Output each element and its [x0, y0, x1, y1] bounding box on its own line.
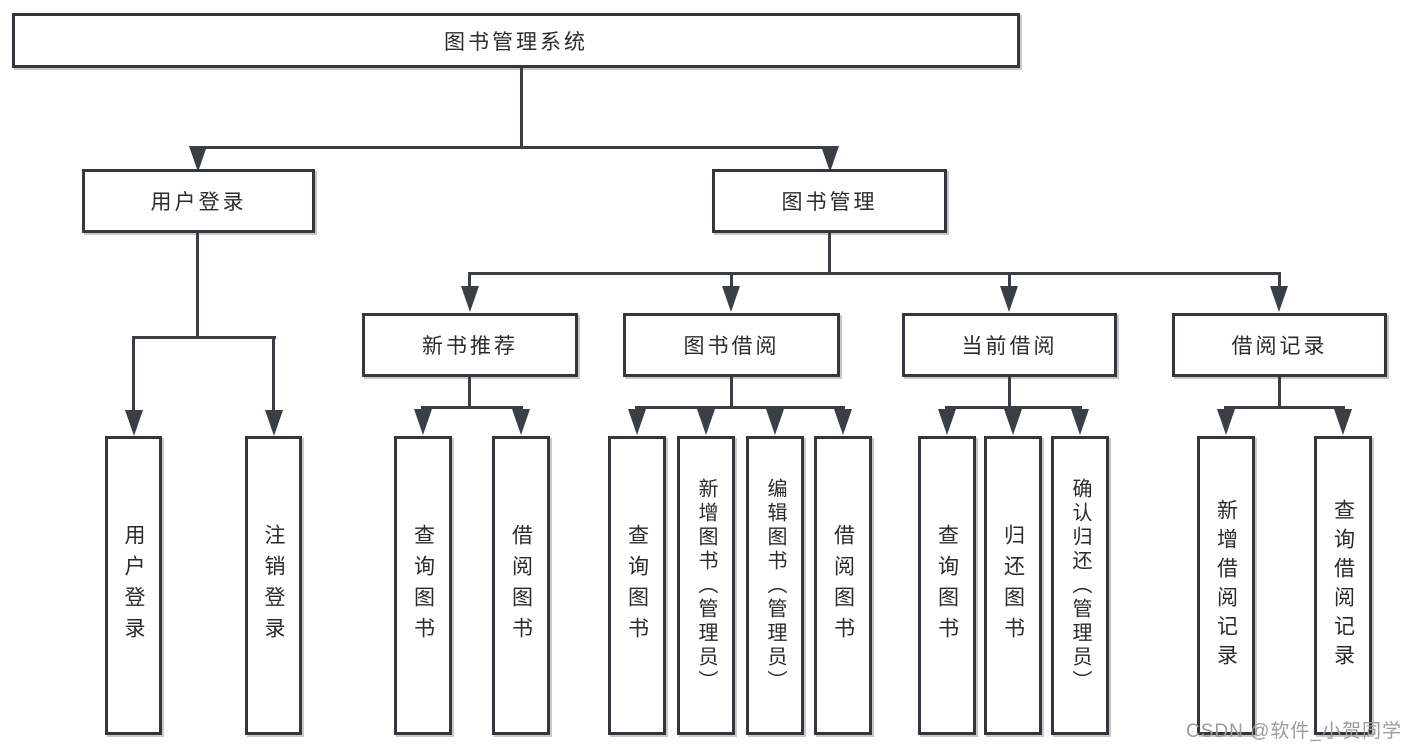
leaf-label: 查询借阅记录	[1331, 498, 1355, 673]
leaf-edit-book-admin: 编辑图书（管理员）	[746, 436, 804, 735]
connector-hline	[132, 336, 276, 339]
arrowhead-down-icon	[1004, 409, 1022, 435]
connector-vline	[1278, 377, 1281, 408]
connector-vline	[520, 68, 523, 146]
connector-hline	[945, 406, 1082, 409]
leaf-label: 借阅图书	[509, 523, 533, 648]
connector-vline	[1008, 272, 1011, 288]
arrowhead-down-icon	[766, 409, 784, 435]
arrowhead-down-icon	[125, 410, 143, 436]
leaf-label: 新增借阅记录	[1214, 498, 1238, 673]
leaf-borrow-books: 借阅图书	[814, 436, 872, 735]
arrowhead-down-icon	[461, 286, 479, 312]
connector-vline	[1008, 377, 1011, 408]
leaf-query-books-borrow: 查询图书	[608, 436, 666, 735]
connector-vline	[196, 233, 199, 336]
watermark: CSDN @软件_小贺同学	[1186, 721, 1402, 742]
connector-vline	[272, 336, 275, 412]
leaf-label: 新增图书（管理员）	[695, 477, 717, 694]
leaf-confirm-return-admin: 确认归还（管理员）	[1051, 436, 1109, 735]
node-current-borrow: 当前借阅	[902, 313, 1117, 377]
leaf-user-login: 用户登录	[105, 436, 162, 735]
node-user-login: 用户登录	[82, 169, 315, 233]
leaf-label: 用户登录	[122, 523, 146, 648]
leaf-borrow-books-recommend: 借阅图书	[492, 436, 550, 735]
leaf-label: 归还图书	[1001, 523, 1025, 648]
leaf-query-borrow-record: 查询借阅记录	[1314, 436, 1372, 735]
node-library-system: 图书管理系统	[12, 13, 1020, 68]
leaf-query-books-current: 查询图书	[918, 436, 976, 735]
leaf-label: 查询图书	[625, 523, 649, 648]
connector-hline	[196, 146, 833, 149]
leaf-query-books-recommend: 查询图书	[394, 436, 452, 735]
arrowhead-down-icon	[821, 146, 839, 172]
arrowhead-down-icon	[938, 409, 956, 435]
arrowhead-down-icon	[414, 409, 432, 435]
connector-vline	[1278, 272, 1281, 288]
leaf-label: 借阅图书	[831, 523, 855, 648]
leaf-label: 确认归还（管理员）	[1069, 477, 1091, 694]
connector-vline	[468, 272, 471, 288]
connector-hline	[421, 406, 523, 409]
leaf-label: 编辑图书（管理员）	[764, 477, 786, 694]
arrowhead-down-icon	[265, 410, 283, 436]
node-book-management: 图书管理	[712, 169, 947, 233]
connector-vline	[730, 272, 733, 288]
arrowhead-down-icon	[1270, 286, 1288, 312]
leaf-label: 查询图书	[411, 523, 435, 648]
connector-hline	[1224, 406, 1345, 409]
leaf-return-books: 归还图书	[984, 436, 1042, 735]
arrowhead-down-icon	[697, 409, 715, 435]
connector-vline	[730, 377, 733, 408]
node-book-borrow: 图书借阅	[623, 313, 840, 377]
connector-vline	[468, 377, 471, 408]
arrowhead-down-icon	[189, 146, 207, 172]
leaf-label: 注销登录	[262, 523, 286, 648]
connector-hline	[468, 272, 1281, 275]
arrowhead-down-icon	[722, 286, 740, 312]
arrowhead-down-icon	[1217, 409, 1235, 435]
connector-hline	[635, 406, 845, 409]
arrowhead-down-icon	[628, 409, 646, 435]
arrowhead-down-icon	[834, 409, 852, 435]
node-borrow-records: 借阅记录	[1172, 313, 1387, 377]
arrowhead-down-icon	[512, 409, 530, 435]
leaf-add-borrow-record: 新增借阅记录	[1197, 436, 1255, 735]
arrowhead-down-icon	[1334, 409, 1352, 435]
connector-vline	[132, 336, 135, 412]
leaf-logout: 注销登录	[245, 436, 302, 735]
arrowhead-down-icon	[1000, 286, 1018, 312]
arrowhead-down-icon	[1071, 409, 1089, 435]
connector-vline	[828, 233, 831, 274]
leaf-label: 查询图书	[935, 523, 959, 648]
leaf-add-book-admin: 新增图书（管理员）	[677, 436, 735, 735]
node-new-book-recommend: 新书推荐	[362, 313, 578, 377]
